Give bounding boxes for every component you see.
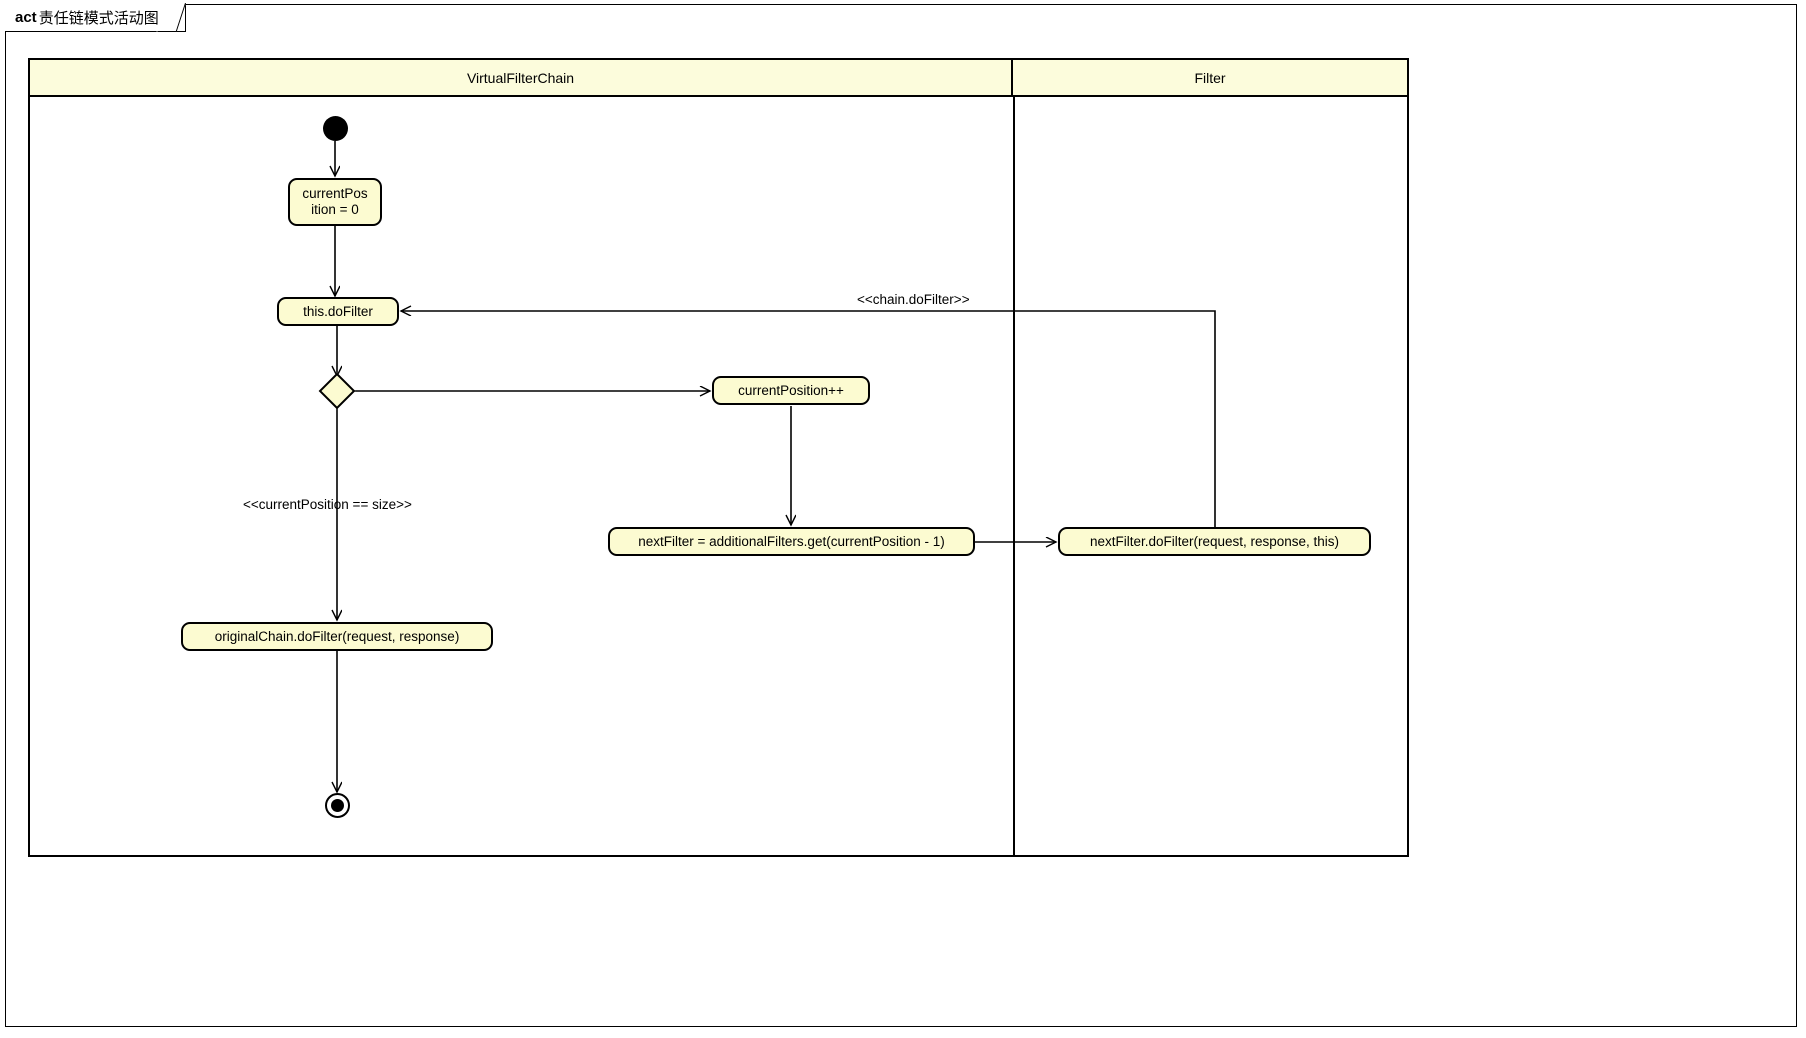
diagram-title: 责任链模式活动图	[38, 10, 159, 27]
swimlane-label-filter: Filter	[1194, 69, 1226, 86]
diagram-kind-keyword: act	[15, 9, 37, 26]
action-next-filter-dofilter[interactable]: nextFilter.doFilter(request, response, t…	[1058, 527, 1371, 556]
swimlane-partition: VirtualFilterChain Filter	[28, 58, 1409, 857]
action-this-dofilter[interactable]: this.doFilter	[277, 297, 399, 326]
action-set-current-position[interactable]: currentPos ition = 0	[288, 178, 382, 226]
swimlane-header-virtualfilterchain: VirtualFilterChain	[30, 60, 1013, 95]
final-node	[325, 793, 350, 818]
swimlane-header-filter: Filter	[1013, 60, 1407, 95]
initial-node	[323, 116, 348, 141]
edge-label-chain-dofilter: <<chain.doFilter>>	[857, 292, 970, 307]
action-get-next-filter[interactable]: nextFilter = additionalFilters.get(curre…	[608, 527, 975, 556]
swimlane-label-virtualfilterchain: VirtualFilterChain	[466, 69, 575, 86]
action-increment-current-position[interactable]: currentPosition++	[712, 376, 870, 405]
action-original-chain-dofilter[interactable]: originalChain.doFilter(request, response…	[181, 622, 493, 651]
swimlane-divider	[1013, 97, 1015, 857]
edge-label-current-position-equals-size: <<currentPosition == size>>	[243, 497, 412, 512]
swimlane-header-row: VirtualFilterChain Filter	[30, 60, 1407, 97]
